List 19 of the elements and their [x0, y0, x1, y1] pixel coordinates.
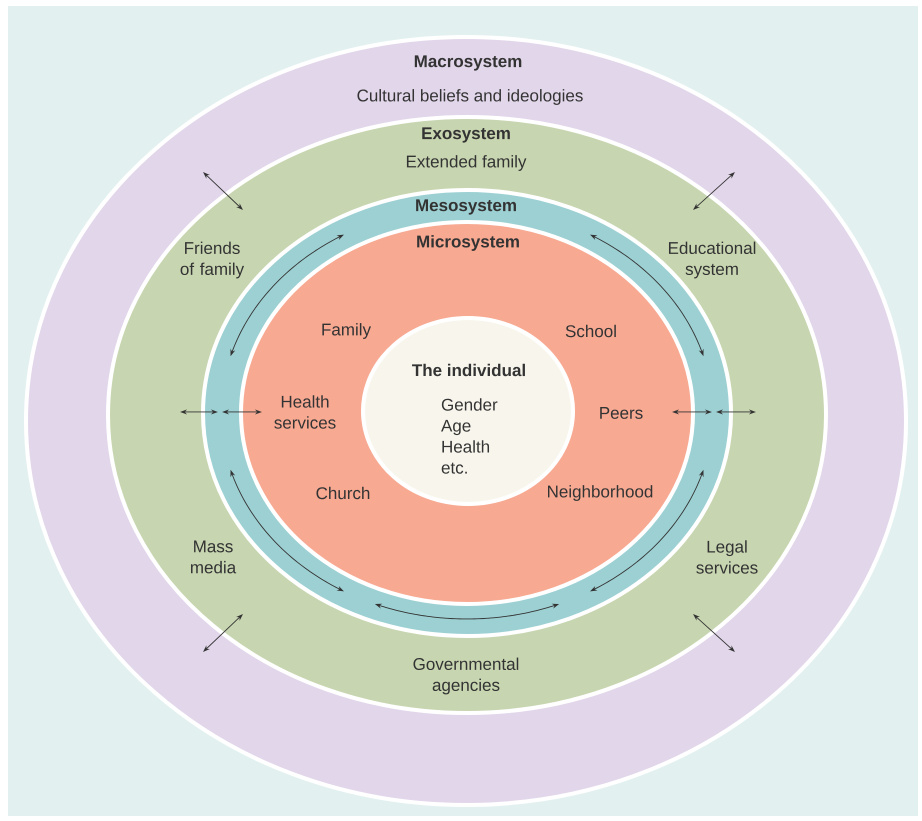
band-label: Extended family — [406, 155, 526, 171]
band-heading: Macrosystem — [414, 55, 522, 71]
band-label: School — [566, 324, 616, 338]
band-label: Peers — [600, 407, 643, 419]
band-label: Family — [322, 323, 371, 339]
band-label: Legal services — [696, 540, 758, 574]
band-label: Friends of family — [180, 242, 244, 278]
band-label: Cultural beliefs and ideologies — [357, 89, 583, 105]
band-heading: The individual — [412, 364, 525, 376]
band-heading: Mesosystem — [416, 199, 516, 215]
band-label: Educational system — [668, 242, 756, 278]
band-label: Mass media — [190, 540, 236, 574]
band-label: Gender Age Health etc. — [441, 398, 498, 474]
band-label: Church — [316, 486, 370, 500]
band-heading: Microsystem — [417, 235, 519, 251]
band-label: Neighborhood — [548, 485, 652, 501]
band-label: Governmental agencies — [413, 658, 518, 694]
band-label: Health services — [274, 395, 336, 429]
band-heading: Exosystem — [422, 127, 510, 143]
